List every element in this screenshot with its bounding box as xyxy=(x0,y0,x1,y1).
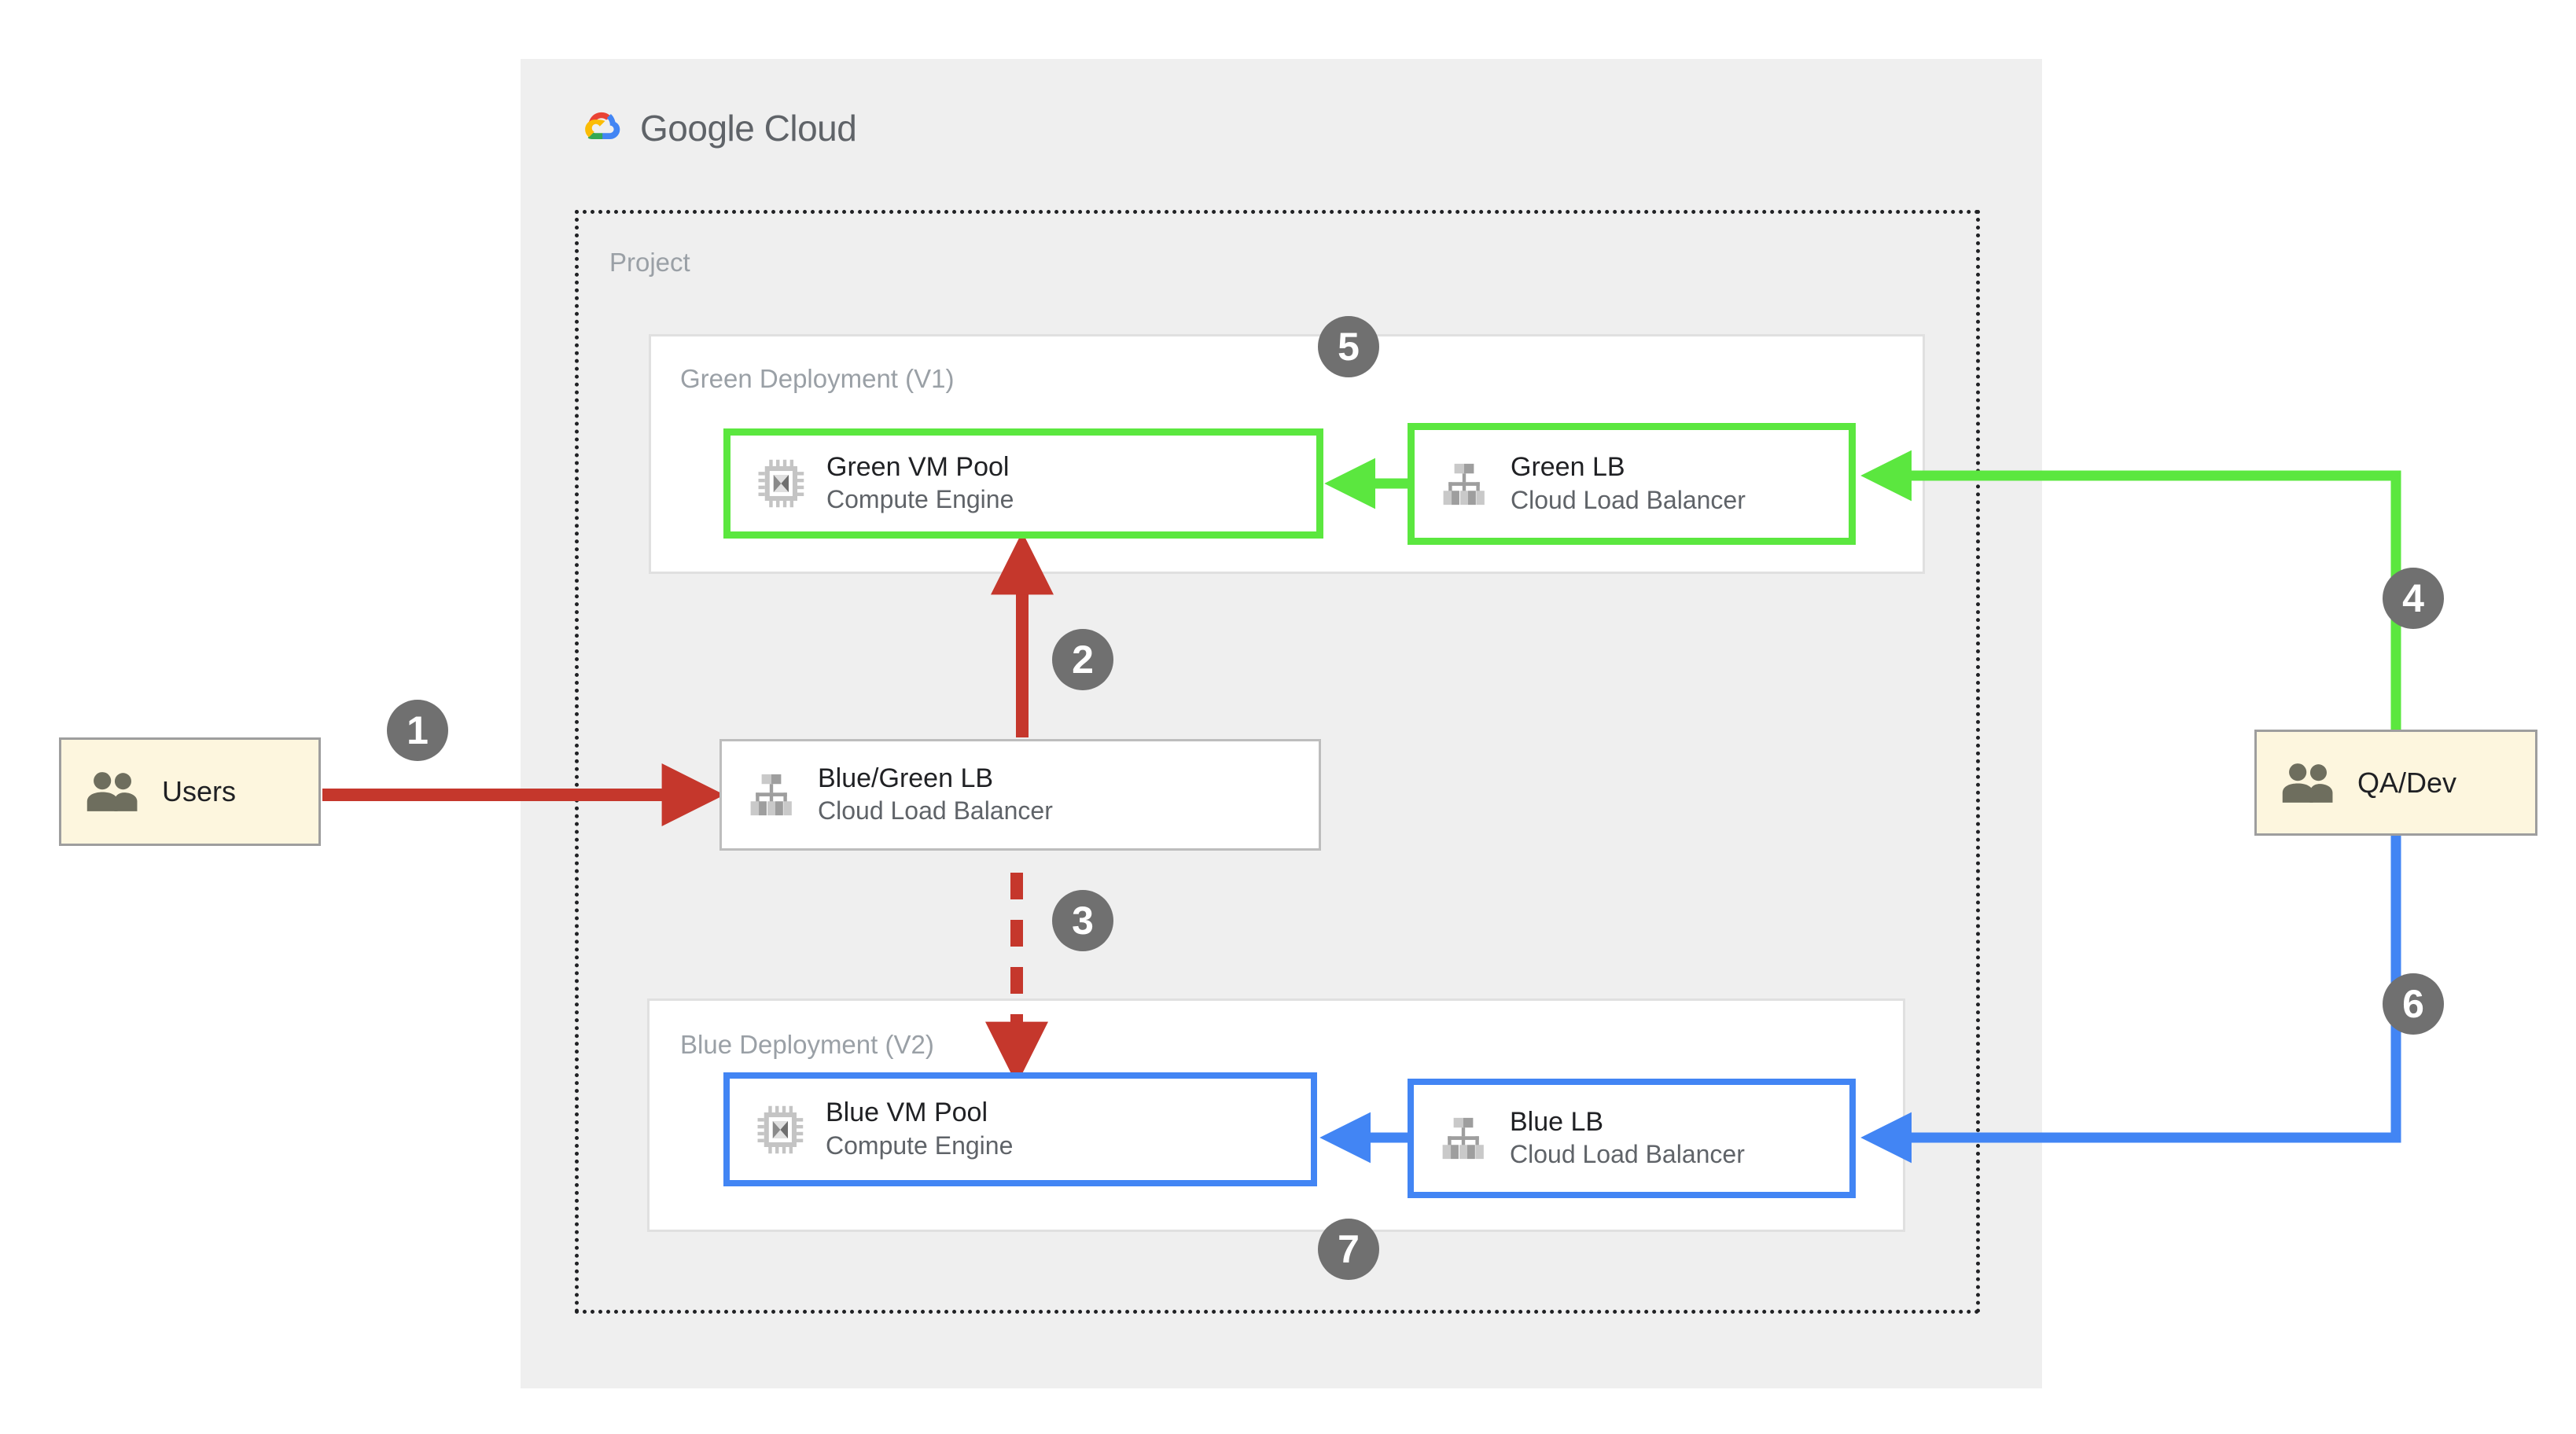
node-qadev[interactable]: QA/Dev xyxy=(2254,730,2537,836)
brand-google: Google xyxy=(640,108,755,149)
load-balancer-icon xyxy=(1443,463,1485,505)
google-cloud-header: Google Cloud xyxy=(574,106,857,150)
cpu-icon xyxy=(757,1105,804,1153)
node-blue-lb[interactable]: Blue LB Cloud Load Balancer xyxy=(1408,1079,1856,1198)
step-badge-7: 7 xyxy=(1318,1219,1379,1280)
node-subtitle: Cloud Load Balancer xyxy=(1511,485,1746,514)
green-deployment-title: Green Deployment (V1) xyxy=(680,364,955,393)
node-title: Blue VM Pool xyxy=(826,1098,988,1128)
node-bluegreen-lb[interactable]: Blue/Green LB Cloud Load Balancer xyxy=(719,739,1321,851)
users-icon xyxy=(86,772,138,811)
brand-cloud: Cloud xyxy=(764,108,857,149)
node-users[interactable]: Users xyxy=(59,737,321,846)
node-title: Green LB xyxy=(1511,452,1625,483)
step-badge-1: 1 xyxy=(387,700,448,761)
node-title: Green VM Pool xyxy=(826,451,1010,482)
node-green-vm-pool[interactable]: Green VM Pool Compute Engine xyxy=(723,428,1323,539)
users-icon xyxy=(2282,763,2333,803)
node-subtitle: Cloud Load Balancer xyxy=(1510,1140,1745,1169)
step-badge-2: 2 xyxy=(1052,629,1113,690)
google-cloud-wordmark: Google Cloud xyxy=(640,107,857,149)
node-subtitle: Compute Engine xyxy=(826,1131,1014,1160)
step-badge-5: 5 xyxy=(1318,316,1379,377)
actor-label: QA/Dev xyxy=(2357,766,2457,799)
node-title: Blue LB xyxy=(1510,1106,1604,1137)
node-subtitle: Cloud Load Balancer xyxy=(818,796,1053,825)
node-green-lb[interactable]: Green LB Cloud Load Balancer xyxy=(1408,423,1856,545)
step-badge-3: 3 xyxy=(1052,890,1113,951)
node-blue-vm-pool[interactable]: Blue VM Pool Compute Engine xyxy=(723,1072,1317,1186)
google-cloud-logo-icon xyxy=(585,112,620,140)
step-badge-6: 6 xyxy=(2383,973,2444,1035)
cpu-icon xyxy=(758,459,804,508)
project-label: Project xyxy=(609,248,690,277)
node-subtitle: Compute Engine xyxy=(826,485,1014,514)
project-boundary xyxy=(575,210,1980,1314)
actor-label: Users xyxy=(162,775,237,807)
step-badge-4: 4 xyxy=(2383,568,2444,629)
load-balancer-icon xyxy=(750,774,792,816)
load-balancer-icon xyxy=(1442,1117,1484,1160)
blue-deployment-title: Blue Deployment (V2) xyxy=(680,1030,934,1059)
node-title: Blue/Green LB xyxy=(818,763,994,793)
